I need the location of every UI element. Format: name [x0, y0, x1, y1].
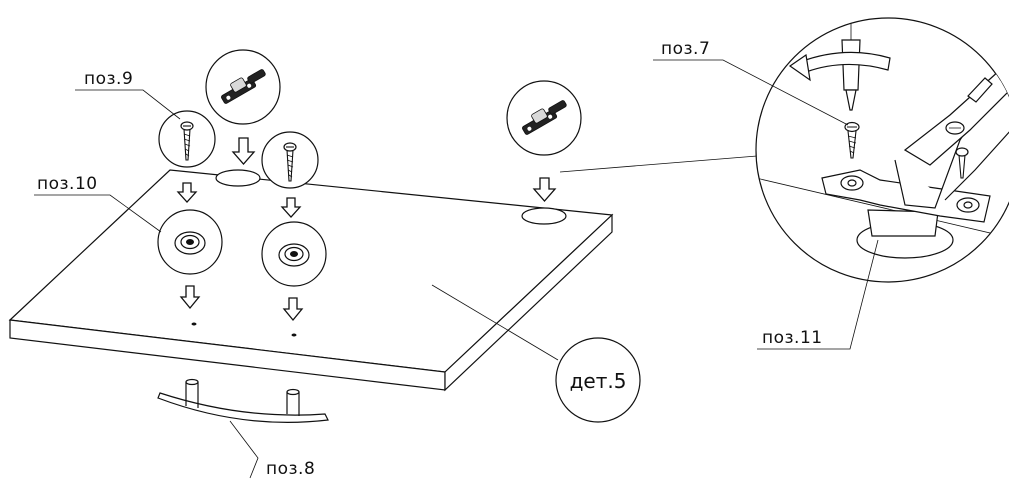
hinge-hole-right	[521, 207, 567, 225]
label-poz8: поз.8	[266, 459, 315, 479]
down-arrow-icon	[532, 177, 557, 202]
hinge-circle-right	[506, 80, 582, 156]
down-arrow-icon	[176, 182, 198, 203]
wood-screw-icon	[283, 142, 297, 182]
down-arrow-icon	[231, 137, 256, 165]
zoom-detail	[559, 17, 1009, 283]
screw-circle-left	[158, 110, 216, 168]
handle-hole-2	[291, 333, 297, 337]
down-arrow-icons	[176, 137, 557, 322]
label-poz9: поз.9	[84, 69, 133, 89]
down-arrow-icon	[282, 297, 304, 322]
cabinet-hinge-icon	[221, 69, 266, 104]
down-arrow-icon	[280, 197, 302, 218]
countersunk-washer-icon	[174, 231, 206, 255]
label-det5: дет.5	[570, 369, 627, 393]
hinge-circle-top	[205, 49, 281, 125]
cabinet-hinge-icon	[522, 100, 567, 135]
label-poz7: поз.7	[661, 39, 710, 59]
hinge-hole-left	[215, 169, 261, 187]
screw-circle-right	[261, 131, 319, 189]
leader-lines	[34, 59, 879, 479]
countersunk-washer-icon	[278, 243, 310, 267]
washer-circle-left	[157, 209, 223, 275]
wood-screw-icon	[180, 121, 194, 161]
handle-hole-1	[191, 322, 197, 326]
handle-poz8	[157, 378, 329, 423]
label-poz11: поз.11	[762, 328, 823, 348]
down-arrow-icon	[179, 285, 201, 310]
label-poz10: поз.10	[37, 174, 98, 194]
washer-circle-right	[261, 221, 327, 287]
det5-callout: дет.5	[555, 337, 641, 423]
